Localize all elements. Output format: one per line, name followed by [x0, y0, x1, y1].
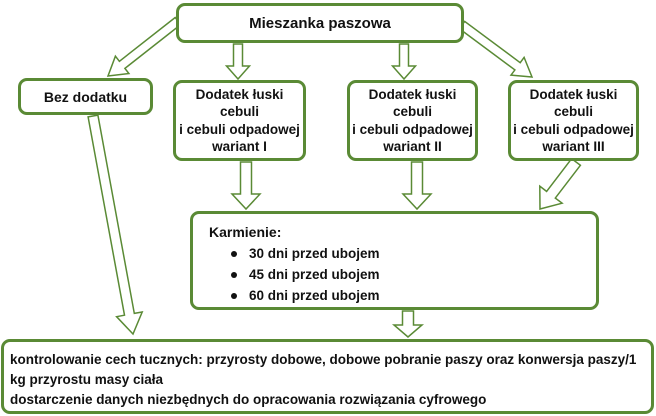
feeding-item: 60 dni przed ubojem	[207, 285, 582, 306]
variant-2-line-3: i cebuli odpadowej	[352, 121, 473, 137]
feed-mixture-label: Mieszanka paszowa	[249, 14, 391, 32]
feeding-box: Karmienie: 30 dni przed ubojem 45 dni pr…	[190, 211, 599, 310]
variant-3-line-3: i cebuli odpadowej	[513, 121, 634, 137]
variant-3-line-2: cebuli	[553, 104, 593, 119]
variant-1-line-2: cebuli	[219, 104, 259, 119]
arrow-to-variant-3	[458, 20, 534, 78]
arrow-no-additive-to-outcome	[87, 114, 144, 336]
variant-1-line-1: Dodatek łuski	[195, 86, 284, 102]
outcome-box: kontrolowanie cech tucznych: przyrosty d…	[1, 339, 654, 414]
feeding-item: 30 dni przed ubojem	[207, 243, 582, 264]
arrow-to-variant-1	[224, 43, 252, 81]
variant-1-line-3: i cebuli odpadowej	[179, 121, 300, 137]
arrow-variant-3-to-feeding	[539, 157, 582, 210]
variant-box-3: Dodatek łuski cebuli i cebuli odpadowej …	[508, 80, 639, 161]
variant-2-line-1: Dodatek łuski	[368, 86, 457, 102]
variant-3-line-1: Dodatek łuski	[529, 86, 618, 102]
feed-mixture-box: Mieszanka paszowa	[176, 3, 464, 43]
variant-box-1: Dodatek łuski cebuli i cebuli odpadowej …	[173, 80, 306, 161]
feeding-list: 30 dni przed ubojem 45 dni przed ubojem …	[207, 243, 582, 306]
variant-box-2: Dodatek łuski cebuli i cebuli odpadowej …	[347, 80, 478, 161]
arrow-to-no-additive	[106, 16, 182, 77]
no-additive-label: Bez dodatku	[43, 88, 128, 105]
variant-2-line-4: wariant II	[383, 139, 442, 154]
variant-2-line-2: cebuli	[392, 104, 432, 119]
arrow-to-variant-2	[390, 43, 418, 81]
variant-3-line-4: wariant III	[542, 139, 605, 154]
no-additive-box: Bez dodatku	[18, 78, 153, 115]
variant-1-line-4: wariant I	[212, 139, 267, 154]
outcome-line-2: dostarczenie danych niezbędnych do oprac…	[10, 392, 487, 407]
feeding-title: Karmienie:	[209, 224, 282, 240]
arrow-variant-1-to-feeding	[230, 161, 262, 211]
outcome-line-1: kontrolowanie cech tucznych: przyrosty d…	[10, 352, 637, 387]
arrow-feeding-to-outcome	[391, 310, 425, 338]
arrow-variant-2-to-feeding	[401, 161, 433, 211]
feeding-item: 45 dni przed ubojem	[207, 264, 582, 285]
